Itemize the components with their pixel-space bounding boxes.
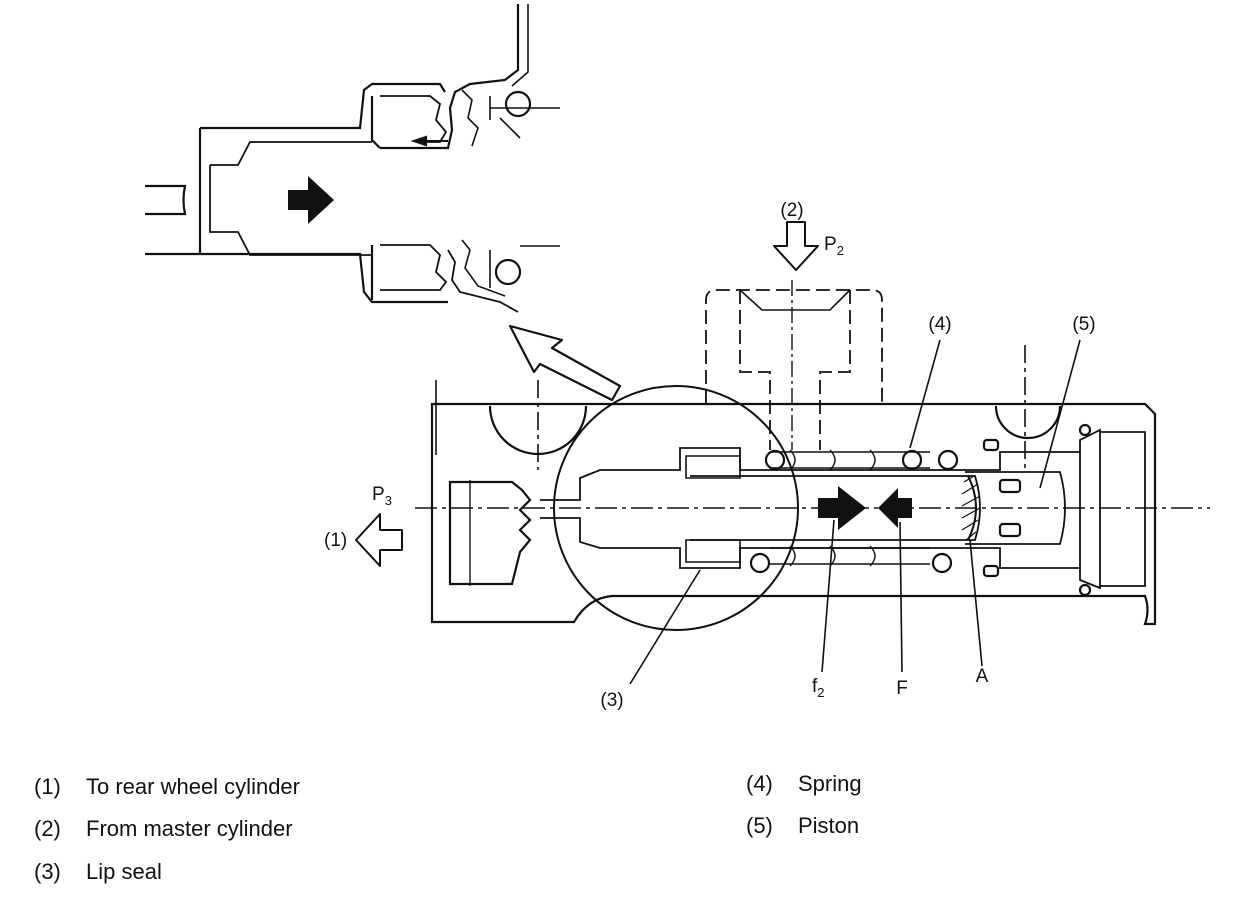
callout-A: A [976, 666, 989, 687]
legend-num-5: (5) [746, 813, 773, 838]
legend-num-2: (2) [34, 816, 61, 841]
callout-4: (4) [928, 314, 951, 335]
inlet-p2-arrow-icon [773, 221, 819, 271]
legend-num-4: (4) [746, 771, 773, 796]
callout-1: (1) [324, 530, 347, 551]
legend: (1) To rear wheel cylinder (2) From mast… [34, 771, 862, 884]
legend-text-2: From master cylinder [86, 816, 293, 841]
callout-F: F [896, 678, 908, 699]
legend-text-5: Piston [798, 813, 859, 838]
force-f-arrow-icon [878, 488, 912, 528]
callout-2: (2) [780, 200, 803, 221]
leader-lines [629, 339, 1081, 685]
legend-num-1: (1) [34, 774, 61, 799]
outlet-p3-arrow-icon [355, 513, 403, 567]
callout-3: (3) [600, 690, 623, 711]
enlarged-detail-view [145, 4, 560, 313]
legend-text-3: Lip seal [86, 859, 162, 884]
callout-5: (5) [1072, 314, 1095, 335]
legend-num-3: (3) [34, 859, 61, 884]
flow-arrow-icon [288, 176, 334, 224]
legend-text-1: To rear wheel cylinder [86, 774, 300, 799]
callout-p3: P3 [372, 484, 392, 508]
callout-p2: P2 [824, 234, 844, 258]
legend-text-4: Spring [798, 771, 862, 796]
valve-body [415, 280, 1210, 626]
force-f2-arrow-icon [818, 486, 866, 530]
detail-magnifier-circle [553, 385, 799, 631]
magnify-arrow-icon [508, 324, 622, 402]
callout-f2: f2 [812, 676, 825, 700]
